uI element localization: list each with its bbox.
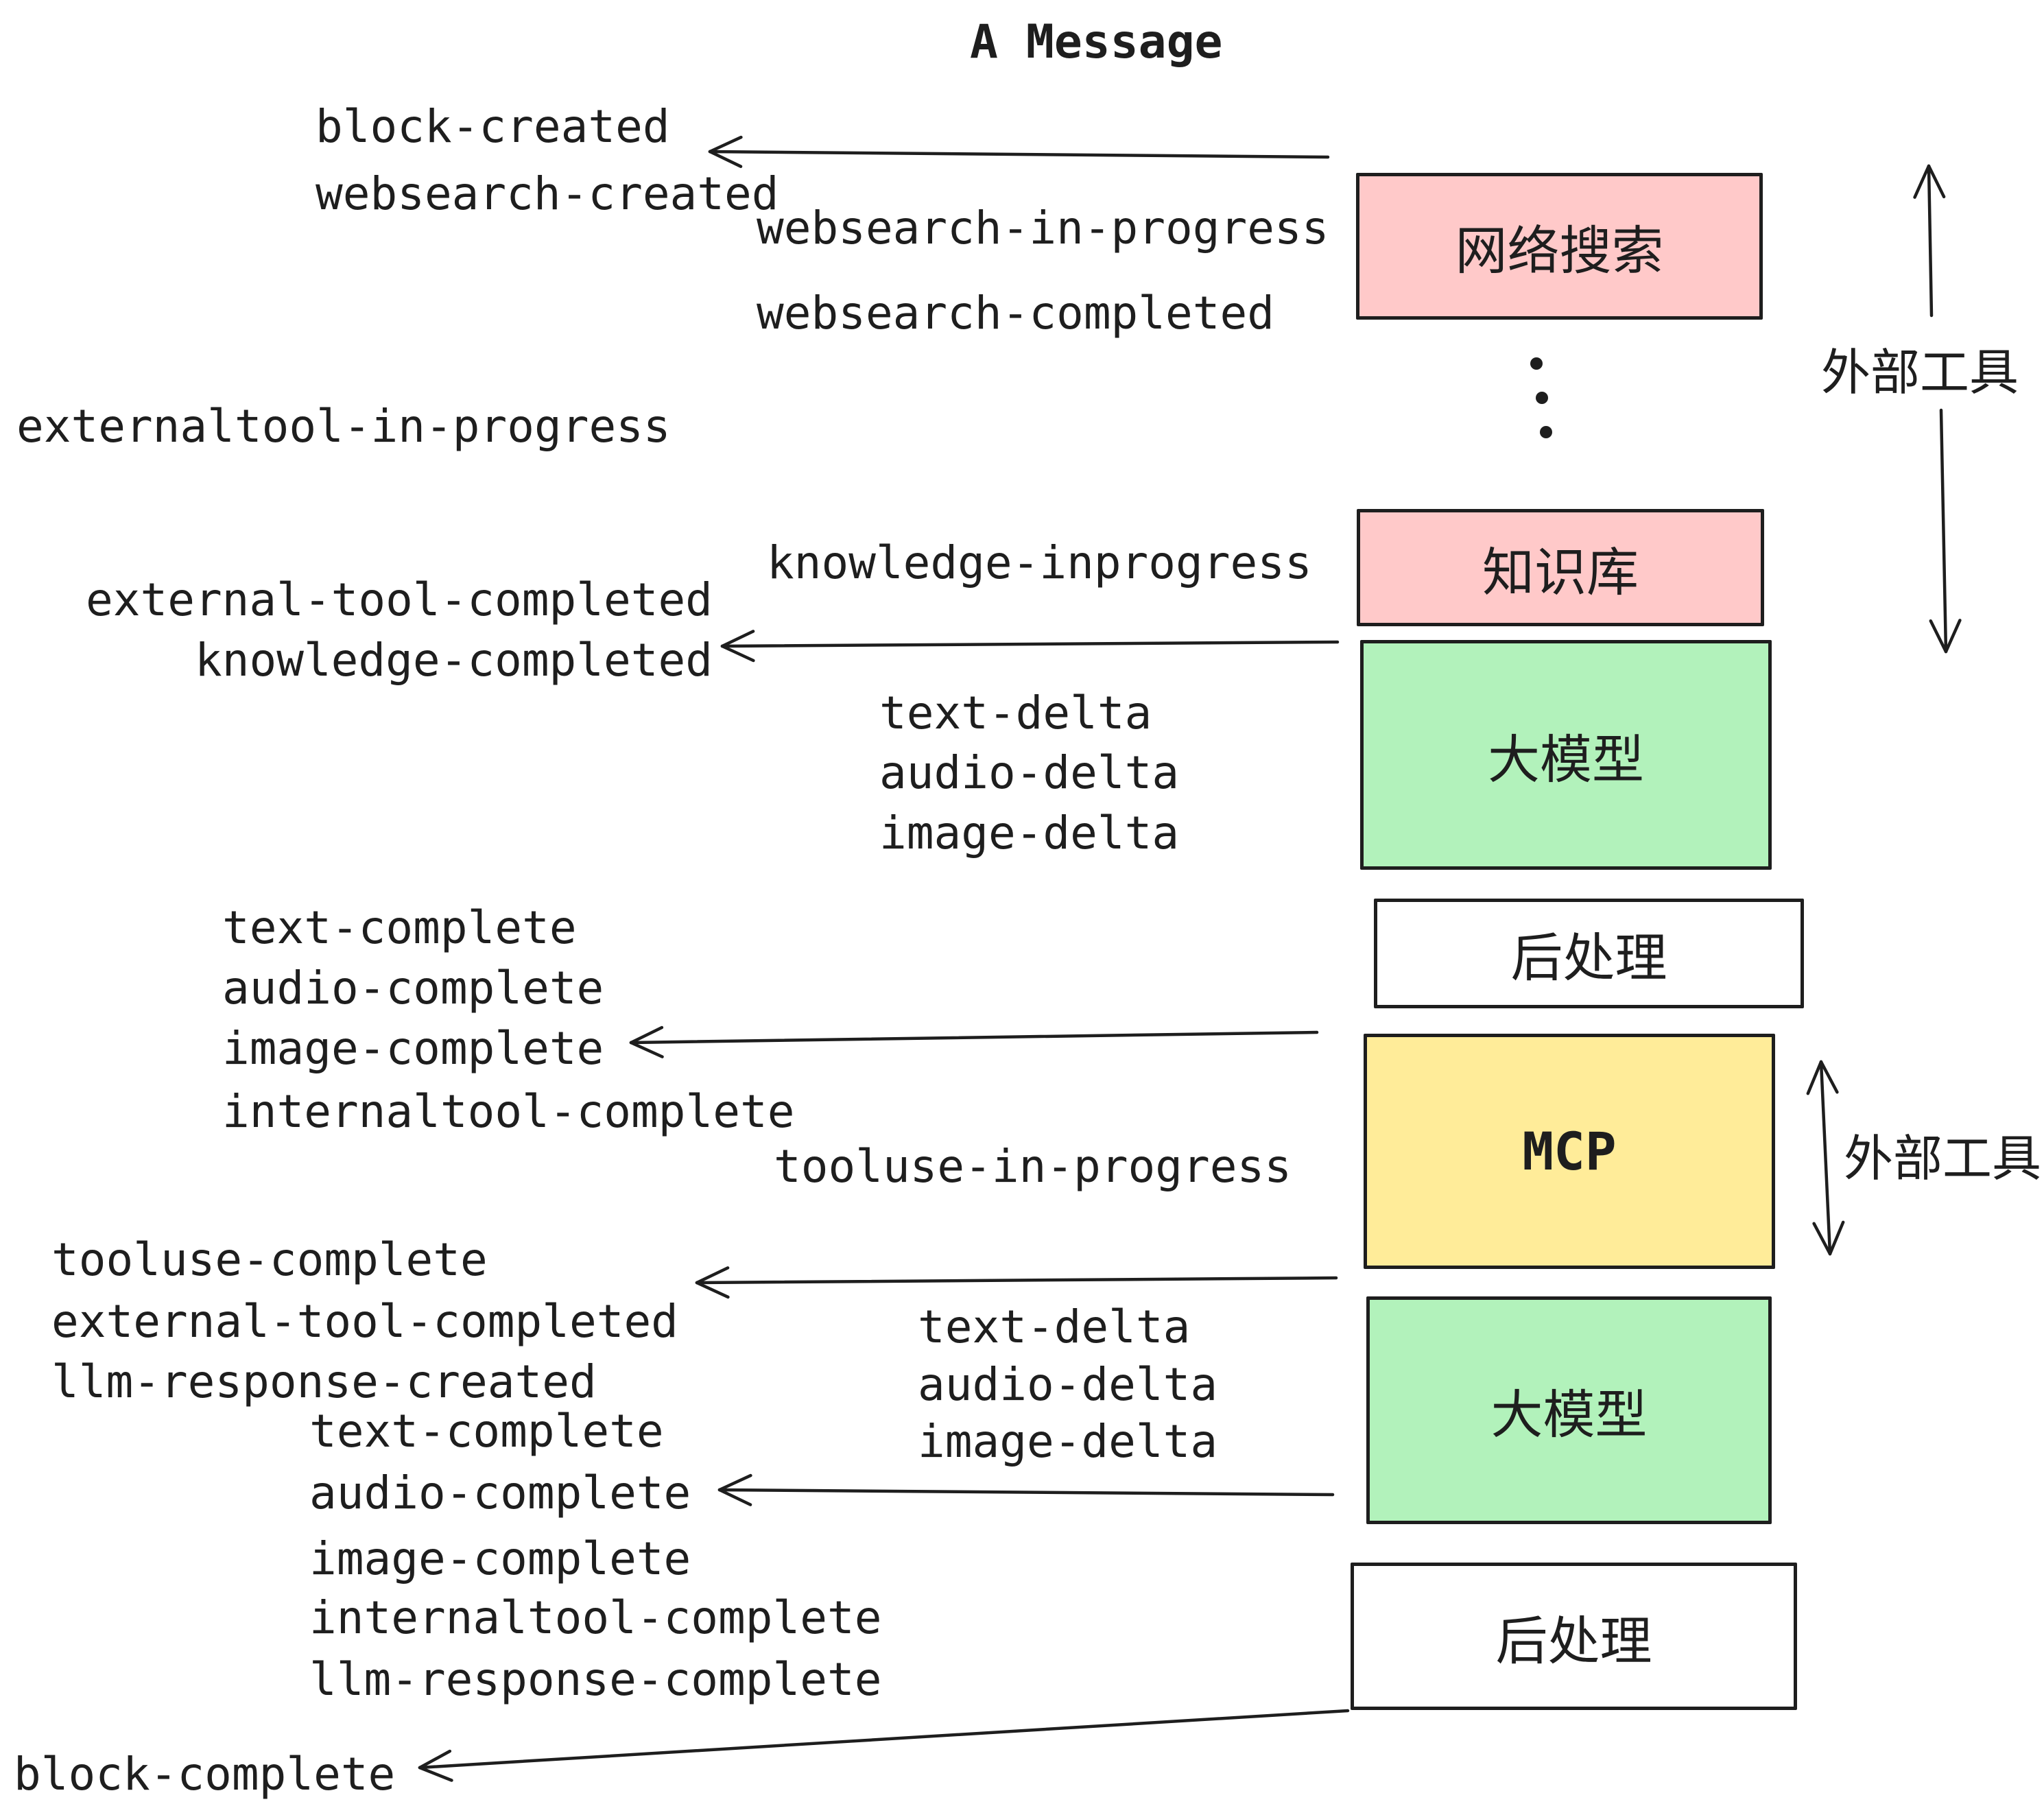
event-block-created: block-created (316, 100, 670, 153)
node-llm-top: 大模型 (1360, 640, 1772, 870)
event-knowledge-completed: knowledge-completed (195, 634, 713, 687)
node-postprocess-top: 后处理 (1374, 899, 1804, 1008)
event-websearch-completed: websearch-completed (757, 287, 1274, 340)
node-postprocess-bottom-label: 后处理 (1495, 1610, 1652, 1672)
node-mcp-label: MCP (1522, 1121, 1617, 1182)
event-image-delta-2: image-delta (918, 1415, 1218, 1468)
event-audio-delta-2: audio-delta (918, 1358, 1218, 1411)
diagram-title: A Message (970, 15, 1223, 69)
event-image-complete-1: image-complete (222, 1022, 604, 1075)
event-llm-response-complete: llm-response-complete (309, 1653, 882, 1706)
node-postprocess-bottom: 后处理 (1351, 1563, 1797, 1710)
event-image-complete-2: image-complete (309, 1532, 691, 1585)
event-llm-response-created: llm-response-created (51, 1355, 597, 1408)
event-externaltool-in-progress: externaltool-in-progress (16, 400, 671, 453)
event-websearch-in-progress: websearch-in-progress (757, 202, 1329, 254)
event-text-complete-2: text-complete (309, 1405, 664, 1458)
side-label-external-tools-top: 外部工具 (1821, 344, 2019, 401)
node-knowledge: 知识库 (1357, 509, 1764, 626)
event-text-complete-1: text-complete (222, 901, 577, 954)
event-audio-delta-1: audio-delta (879, 746, 1180, 799)
node-knowledge-label: 知识库 (1482, 541, 1639, 603)
node-websearch: 网络搜索 (1356, 173, 1763, 320)
event-image-delta-1: image-delta (879, 807, 1180, 859)
event-audio-complete-2: audio-complete (309, 1467, 691, 1519)
node-llm-bottom-label: 大模型 (1490, 1384, 1648, 1445)
event-tooluse-complete: tooluse-complete (51, 1233, 488, 1286)
node-llm-top-label: 大模型 (1488, 728, 1644, 790)
event-knowledge-inprogress: knowledge-inprogress (767, 536, 1312, 589)
event-tooluse-in-progress: tooluse-in-progress (774, 1140, 1292, 1193)
event-text-delta-2: text-delta (918, 1301, 1191, 1353)
event-internaltool-complete-1: internaltool-complete (222, 1085, 795, 1138)
event-external-tool-completed-2: external-tool-completed (51, 1295, 678, 1348)
node-postprocess-top-label: 后处理 (1510, 927, 1667, 988)
event-block-complete: block-complete (14, 1748, 396, 1801)
event-audio-complete-1: audio-complete (222, 962, 604, 1014)
event-external-tool-completed: external-tool-completed (86, 573, 713, 626)
event-websearch-created: websearch-created (316, 167, 779, 220)
side-label-external-tools-mcp: 外部工具 (1844, 1130, 2042, 1187)
event-internaltool-complete-2: internaltool-complete (309, 1591, 882, 1644)
node-mcp: MCP (1364, 1034, 1775, 1269)
event-text-delta-1: text-delta (879, 687, 1152, 739)
node-llm-bottom: 大模型 (1366, 1296, 1772, 1524)
node-websearch-label: 网络搜索 (1455, 220, 1664, 281)
